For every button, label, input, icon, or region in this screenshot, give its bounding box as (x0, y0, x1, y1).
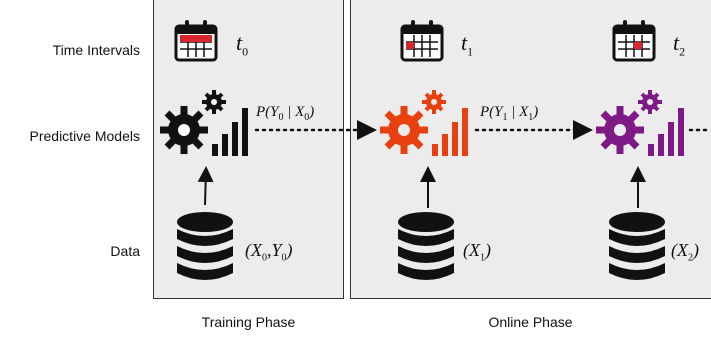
phase-label-training: Training Phase (201, 314, 296, 330)
calendar-icon (612, 18, 656, 62)
probability-label-1: P(Y1 | X1) (480, 104, 539, 123)
row-label-time-intervals: Time Intervals (52, 42, 140, 58)
time-variable-t1: t1 (461, 30, 474, 59)
calendar-icon (174, 18, 218, 62)
database-icon (177, 212, 233, 280)
database-icon (398, 212, 454, 280)
data-to-model-arrow (197, 166, 214, 206)
row-label-predictive-models: Predictive Models (29, 128, 141, 144)
database-icon (609, 212, 665, 280)
data-variable-2: (X2) (671, 240, 699, 264)
time-variable-t0: t0 (236, 30, 249, 59)
data-variable-0: (X0,Y0) (245, 240, 293, 264)
data-variable-1: (X1) (463, 240, 491, 264)
row-label-data: Data (110, 243, 140, 259)
probability-label-0: P(Y0 | X0) (256, 104, 315, 123)
gears-bar-chart-icon (160, 90, 248, 156)
gears-bar-chart-icon (380, 90, 468, 156)
time-variable-t2: t2 (673, 30, 686, 59)
calendar-icon (400, 18, 444, 62)
phase-label-online: Online Phase (488, 314, 573, 330)
gears-bar-chart-icon (596, 90, 684, 156)
